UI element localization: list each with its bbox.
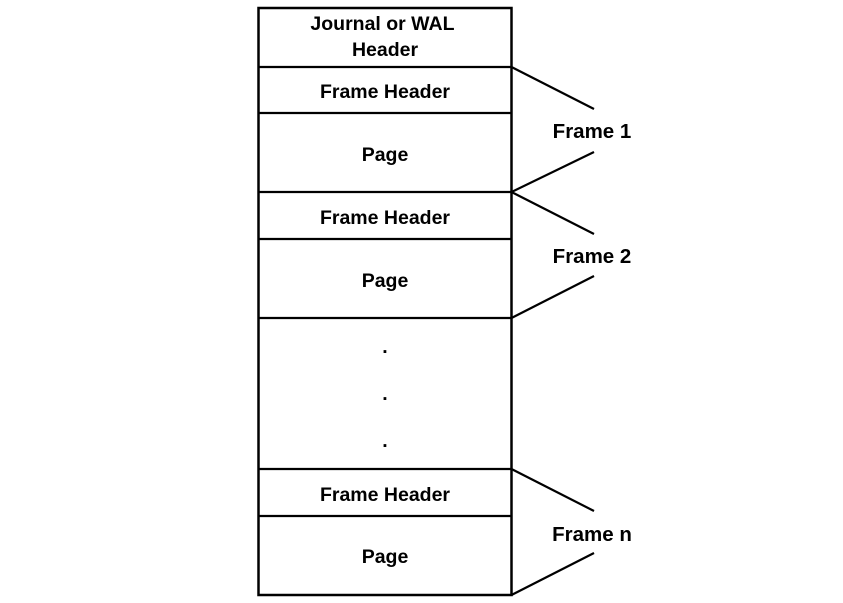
frame-n-label: Frame n: [552, 523, 632, 546]
frame-n-page-label: Page: [362, 546, 409, 568]
frame-2-label: Frame 2: [553, 245, 632, 268]
frame-n-bracket-upper: [511, 468, 595, 512]
file-header-label: Journal or WAL Header: [310, 13, 459, 61]
frame-1-label: Frame 1: [553, 120, 632, 143]
ellipsis-dot-1: .: [382, 336, 387, 358]
ellipsis-dot-2: .: [382, 383, 387, 405]
frame-1-bracket: [511, 66, 595, 110]
frame-2-page-label: Page: [362, 270, 409, 292]
frame-2-header-label: Frame Header: [320, 207, 450, 229]
frame-1-page-label: Page: [362, 144, 409, 166]
file-header-line-2: Header: [352, 39, 419, 61]
frame-1-header-label: Frame Header: [320, 81, 450, 103]
frame-1-bracket-lower: [509, 151, 595, 235]
ellipsis-dot-3: .: [382, 430, 387, 452]
frame-n-header-label: Frame Header: [320, 484, 450, 506]
file-header-line-1: Journal or WAL: [310, 13, 454, 35]
frame-n-bracket-lower: [511, 552, 595, 596]
frame-2-bracket-lower: [511, 275, 595, 319]
file-outline: [257, 6, 513, 597]
